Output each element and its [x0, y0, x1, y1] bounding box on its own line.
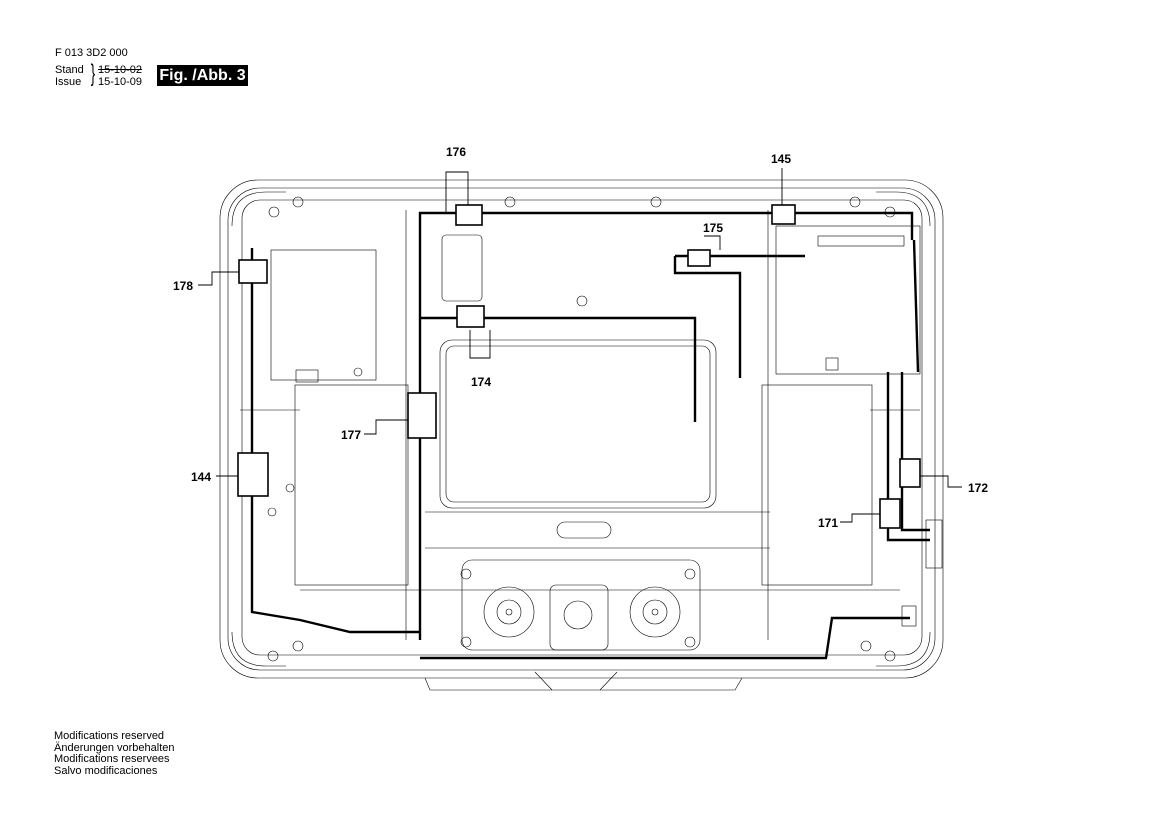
callout-178: 178	[173, 279, 193, 293]
callout-145: 145	[771, 152, 791, 166]
stand-date: 15-10-02	[98, 64, 143, 76]
callout-175: 175	[703, 221, 723, 235]
part-number: F 013 3D2 000	[55, 47, 128, 59]
callout-172: 172	[968, 481, 988, 495]
footer-line-fr: Modifications reservees	[54, 753, 170, 765]
footer-line-es: Salvo modificaciones	[54, 764, 158, 777]
callout-177: 177	[341, 428, 361, 442]
connectors	[237, 204, 921, 529]
callout-171: 171	[818, 516, 838, 530]
callout-176: 176	[446, 145, 466, 159]
issue-label: Issue	[55, 76, 82, 88]
stand-label: Stand	[55, 64, 84, 76]
footer-line-en: Modifications reserved	[54, 730, 165, 742]
callout-144: 144	[191, 470, 211, 484]
housing-outline	[219, 179, 944, 691]
issue-date: 15-10-09	[98, 76, 143, 88]
callout-174: 174	[471, 375, 491, 389]
leader-lines	[198, 168, 962, 523]
brace-icon: }	[90, 60, 96, 87]
figure-label: Fig. /Abb. 3	[157, 65, 248, 86]
footer-notes: Modifications reserved Änderungen vorbeh…	[54, 730, 175, 777]
footer-line-de: Änderungen vorbehalten	[54, 741, 175, 754]
